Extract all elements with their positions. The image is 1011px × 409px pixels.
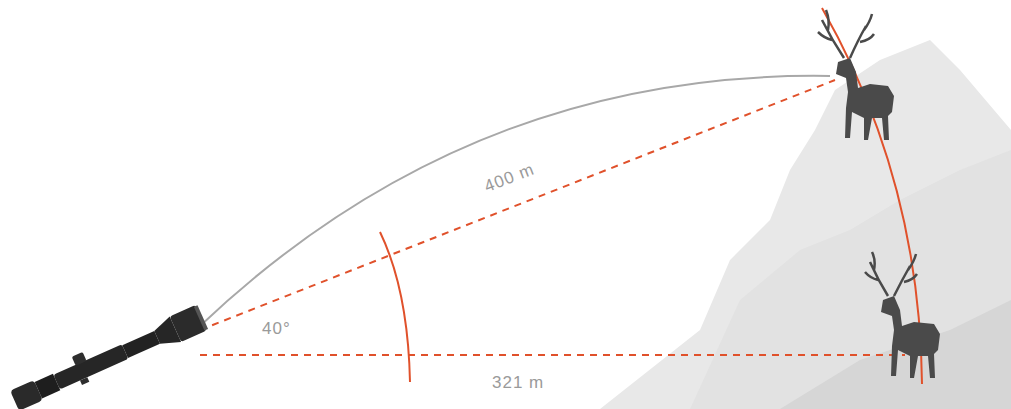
- mountain-back: [600, 40, 1011, 409]
- horizontal-distance: [200, 354, 905, 356]
- angle-label: 40°: [262, 320, 291, 337]
- deer-lower: [865, 252, 940, 378]
- angle-arc: [380, 232, 410, 382]
- riflescope: [8, 301, 209, 409]
- line-of-sight: [200, 80, 835, 330]
- distance-label: 400 m: [482, 160, 537, 195]
- mountain-ridge: [690, 150, 1011, 409]
- distance-label: 321 m: [492, 374, 544, 391]
- bullet-trajectory: [200, 76, 830, 326]
- deer-upper: [818, 10, 894, 140]
